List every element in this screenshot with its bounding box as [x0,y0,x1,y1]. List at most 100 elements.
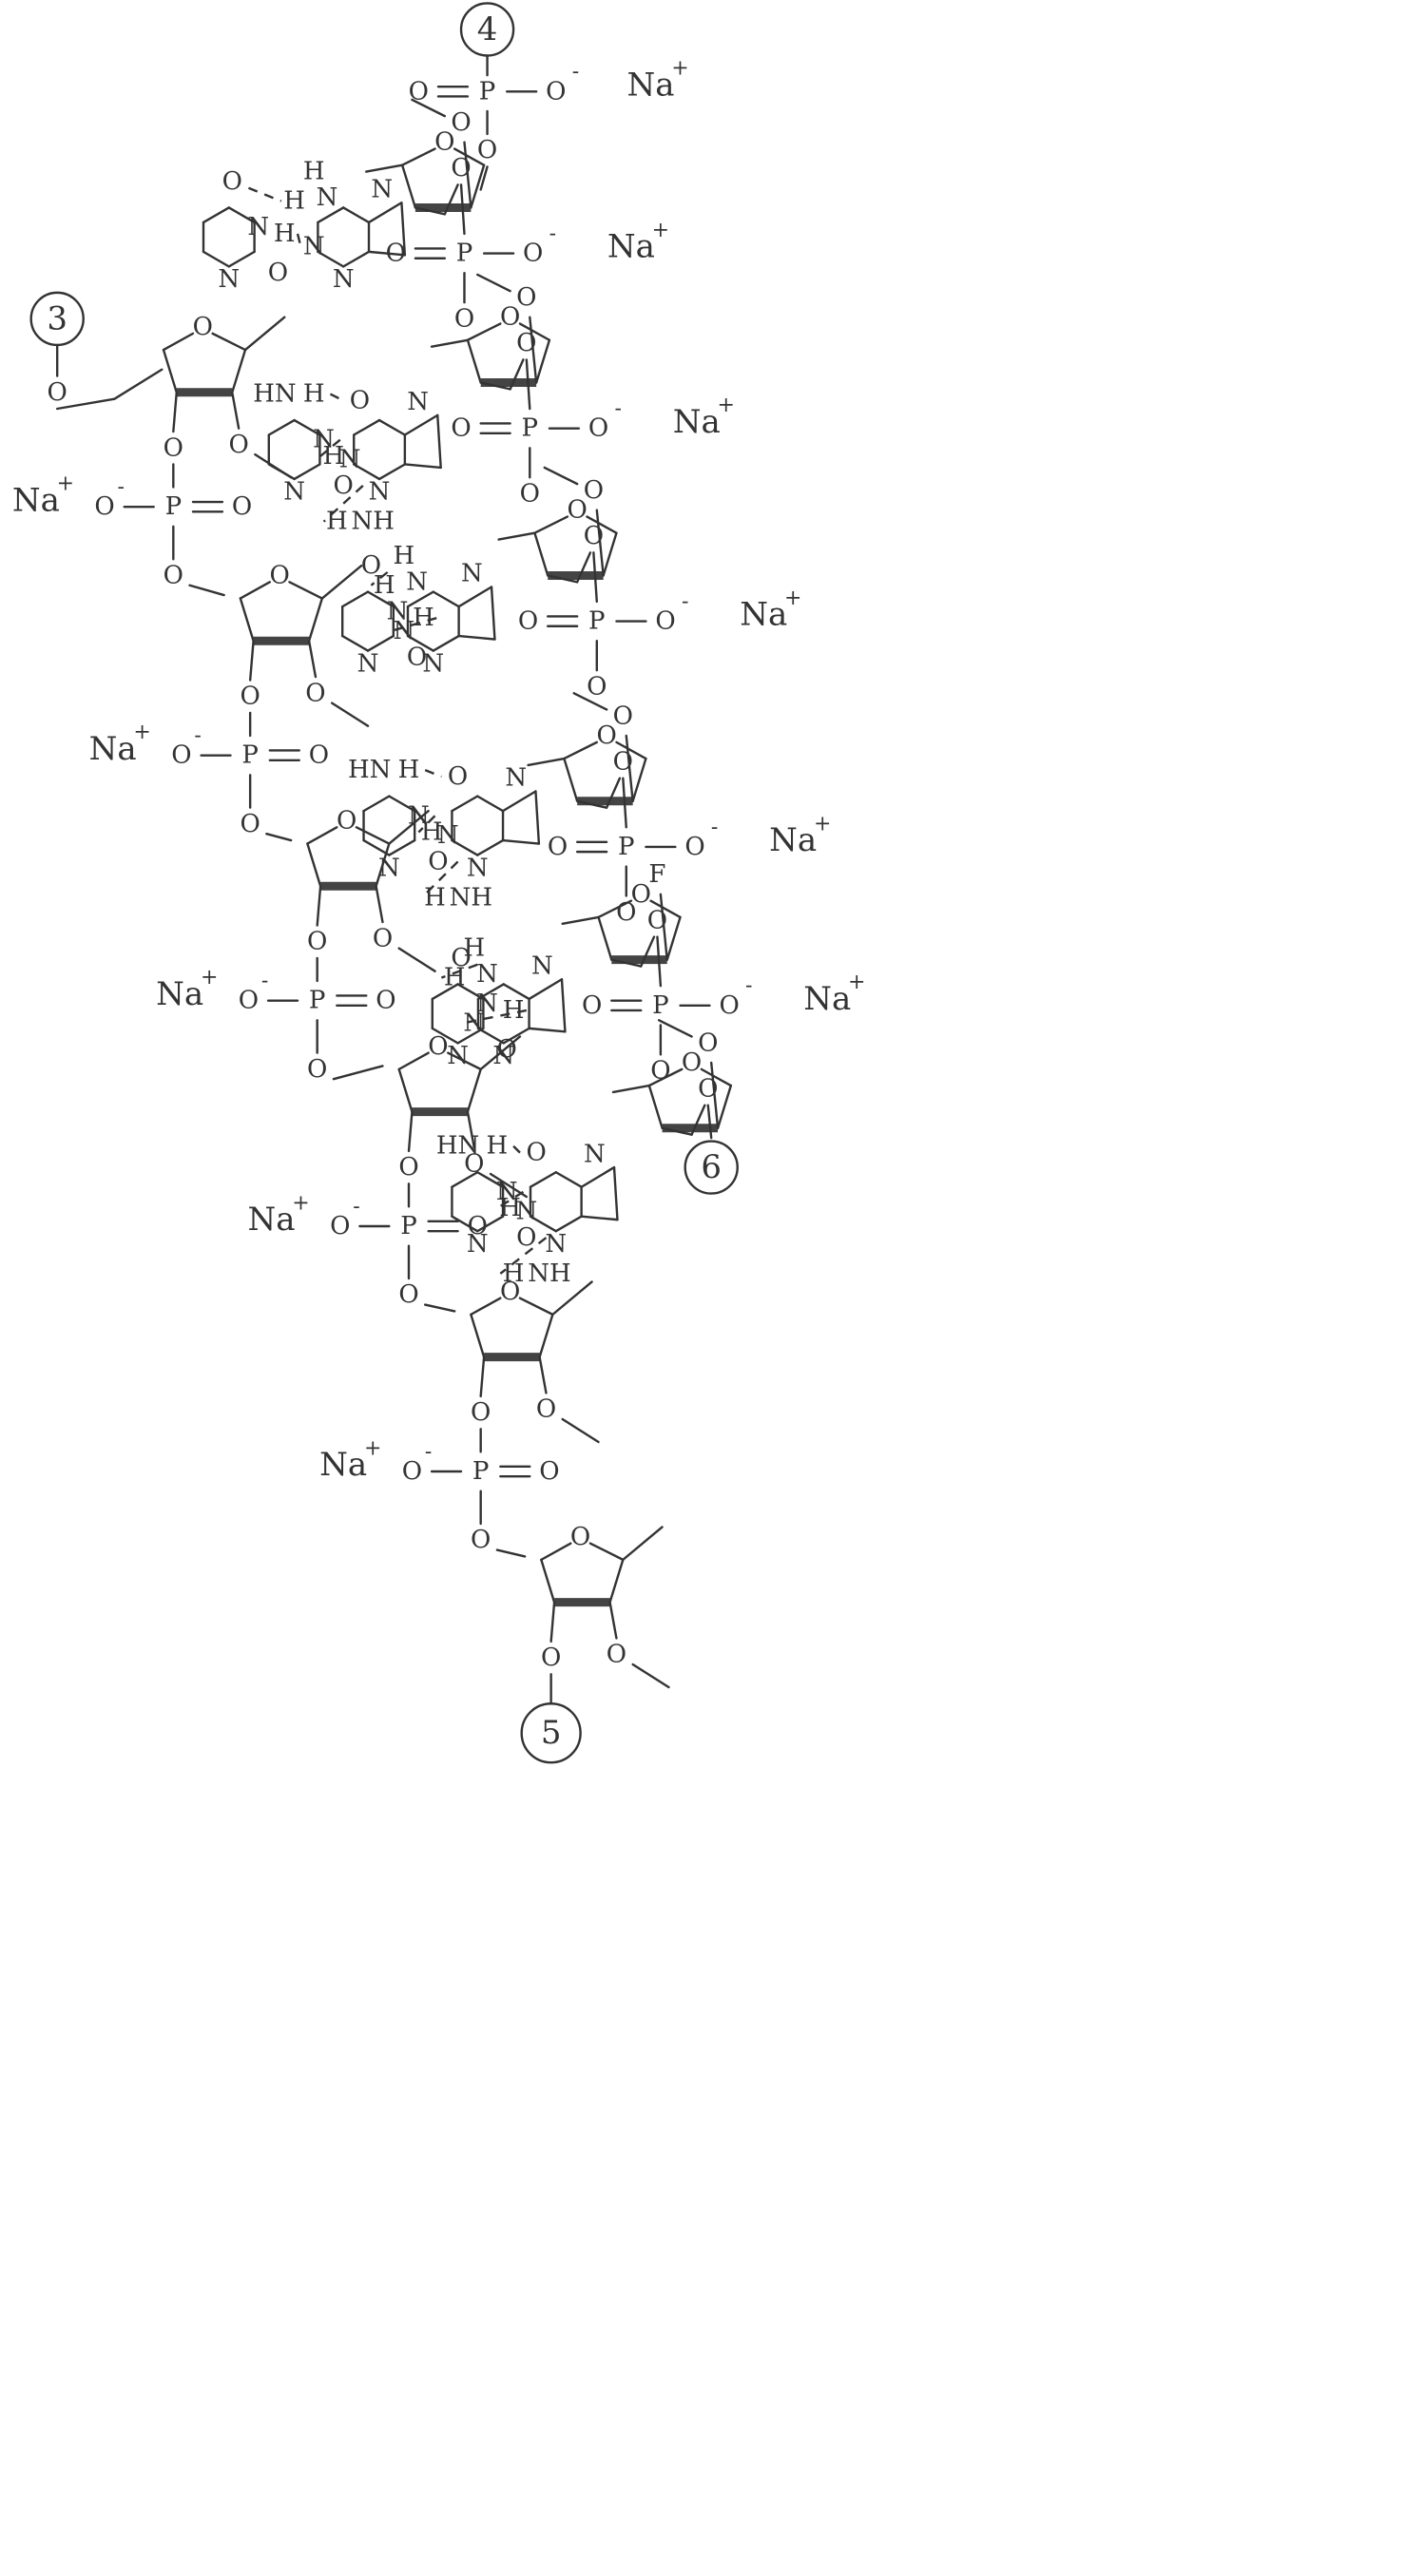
atom-label: O [719,991,739,1020]
positive-charge: + [57,472,74,496]
positive-charge: + [814,812,831,836]
atom-label: O [546,77,566,106]
negative-charge: - [118,475,125,499]
atom-label: O [526,1139,546,1167]
atom-label: O [428,847,448,875]
atom-label: O [232,492,252,521]
atom-label: O [398,1153,418,1182]
atom-label: O [451,108,471,137]
hydrogen-bond [248,188,280,202]
sodium-counterion: Na [769,821,817,859]
terminus-label: 5 [541,1714,562,1752]
bond [425,1305,454,1312]
right-sugar-ring [564,742,596,759]
atom-label: O [398,1280,418,1309]
left-sugar-ring [590,1544,623,1560]
purine-ring [459,586,491,606]
hydrogen: H [398,756,420,784]
atom-label: O [222,167,242,196]
left-sugar-ring [540,1315,553,1357]
ring-oxygen: O [193,313,213,341]
left-sugar-ring [610,1560,624,1603]
left-sugar-ring [541,1560,554,1603]
ring-nitrogen: N [317,183,338,212]
pyrimidine-ring [342,636,368,650]
atom-label: O [268,259,288,287]
atom-label: O [409,77,429,106]
ring-nitrogen: N [476,960,498,989]
bond [633,1664,669,1687]
atom-label: O [454,304,474,333]
bond [708,1105,711,1138]
atom-label: O [613,702,633,730]
bond [432,340,468,347]
hydrogen-bond [425,770,441,777]
ring-nitrogen: N [218,265,240,294]
negative-charge: - [261,970,268,993]
bond [477,275,510,291]
ring-oxygen: O [269,561,289,589]
pyrimidine-ring [269,420,295,434]
atom-label: O [402,1457,422,1486]
pyrimidine-ring [364,797,390,811]
atom-label: O [584,476,604,505]
atom-label: O [94,492,114,521]
positive-charge: + [364,1436,381,1460]
left-sugar-ring [541,1544,570,1560]
right-sugar-ring [468,340,481,383]
sodium-counterion: Na [673,403,721,441]
left-sugar-ring [232,350,245,393]
hydrogen: H [326,508,348,536]
right-sugar-ring [667,917,681,960]
right-sugar-ring [564,759,577,801]
ring-nitrogen: N [463,1009,485,1038]
atom-label: O [451,944,471,972]
sodium-counterion: Na [248,1201,296,1239]
terminus-label: 4 [477,10,498,48]
ring-nitrogen: N [303,233,325,261]
hydrogen: H [274,220,296,248]
atom-label: O [587,672,607,701]
atom-label: O [477,136,497,164]
right-sugar-ring [604,533,617,576]
purine-ring [582,1167,614,1187]
purine-ring [434,592,459,606]
atom-label: O [516,283,536,312]
right-sugar-ring [402,165,415,208]
atom-label: O [448,762,468,791]
purine-ring [477,797,503,811]
atom-label: O [584,522,604,550]
ring-nitrogen: N [378,854,400,882]
bond [318,886,320,925]
ring-nitrogen: N [467,854,489,882]
phosphorus: P [400,1212,417,1240]
purine-ring [503,840,539,843]
right-sugar-ring [599,917,612,960]
ring-nitrogen: N [357,649,379,678]
terminus-label: 3 [47,299,67,337]
hydrogen: H [303,380,325,409]
purine-ring [354,420,379,434]
right-sugar-ring [534,533,548,576]
atom-label: O [240,810,260,838]
atom-label: O [607,1641,626,1669]
atom-label: O [171,741,191,770]
right-sugar-ring [536,340,549,383]
hydrogen: H [499,1194,521,1222]
pyrimidine-ring [389,840,414,855]
atom-label: O [647,906,667,934]
positive-charge: + [671,57,688,81]
bond [563,1419,599,1442]
amine: HN [436,1132,479,1161]
ring-nitrogen: N [492,1042,514,1070]
bond [334,1066,383,1079]
purine-ring [405,464,441,467]
phosphorus: P [652,991,669,1020]
phosphorus: P [522,414,539,443]
sodium-counterion: Na [89,730,137,768]
ring-nitrogen: N [393,617,414,645]
left-sugar-ring [399,1053,429,1069]
purine-ring [503,791,535,811]
bond [245,317,284,350]
phosphorus: P [309,987,326,1015]
